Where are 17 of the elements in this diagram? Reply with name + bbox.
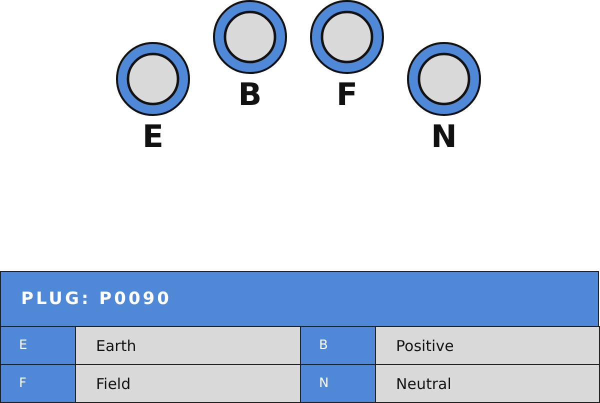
pin-socket (406, 41, 482, 117)
pin-label: F (335, 77, 359, 113)
pin-code-cell: B (300, 326, 376, 365)
pin-socket (212, 0, 288, 75)
pin-function-cell: Field (75, 364, 301, 403)
pin-socket (115, 41, 191, 117)
pin-code-cell: E (0, 326, 76, 365)
pin-function-cell: Earth (75, 326, 301, 365)
pin-label: E (141, 119, 165, 155)
pin-label: B (237, 77, 263, 113)
pin-code-cell: F (0, 364, 76, 403)
pin-function-cell: Positive (375, 326, 600, 365)
pin-function-cell: Neutral (375, 364, 600, 403)
pin-code-cell: N (300, 364, 376, 403)
pin-socket (309, 0, 385, 75)
table-header: PLUG: P0090 (0, 271, 599, 327)
pin-label: N (430, 119, 458, 155)
